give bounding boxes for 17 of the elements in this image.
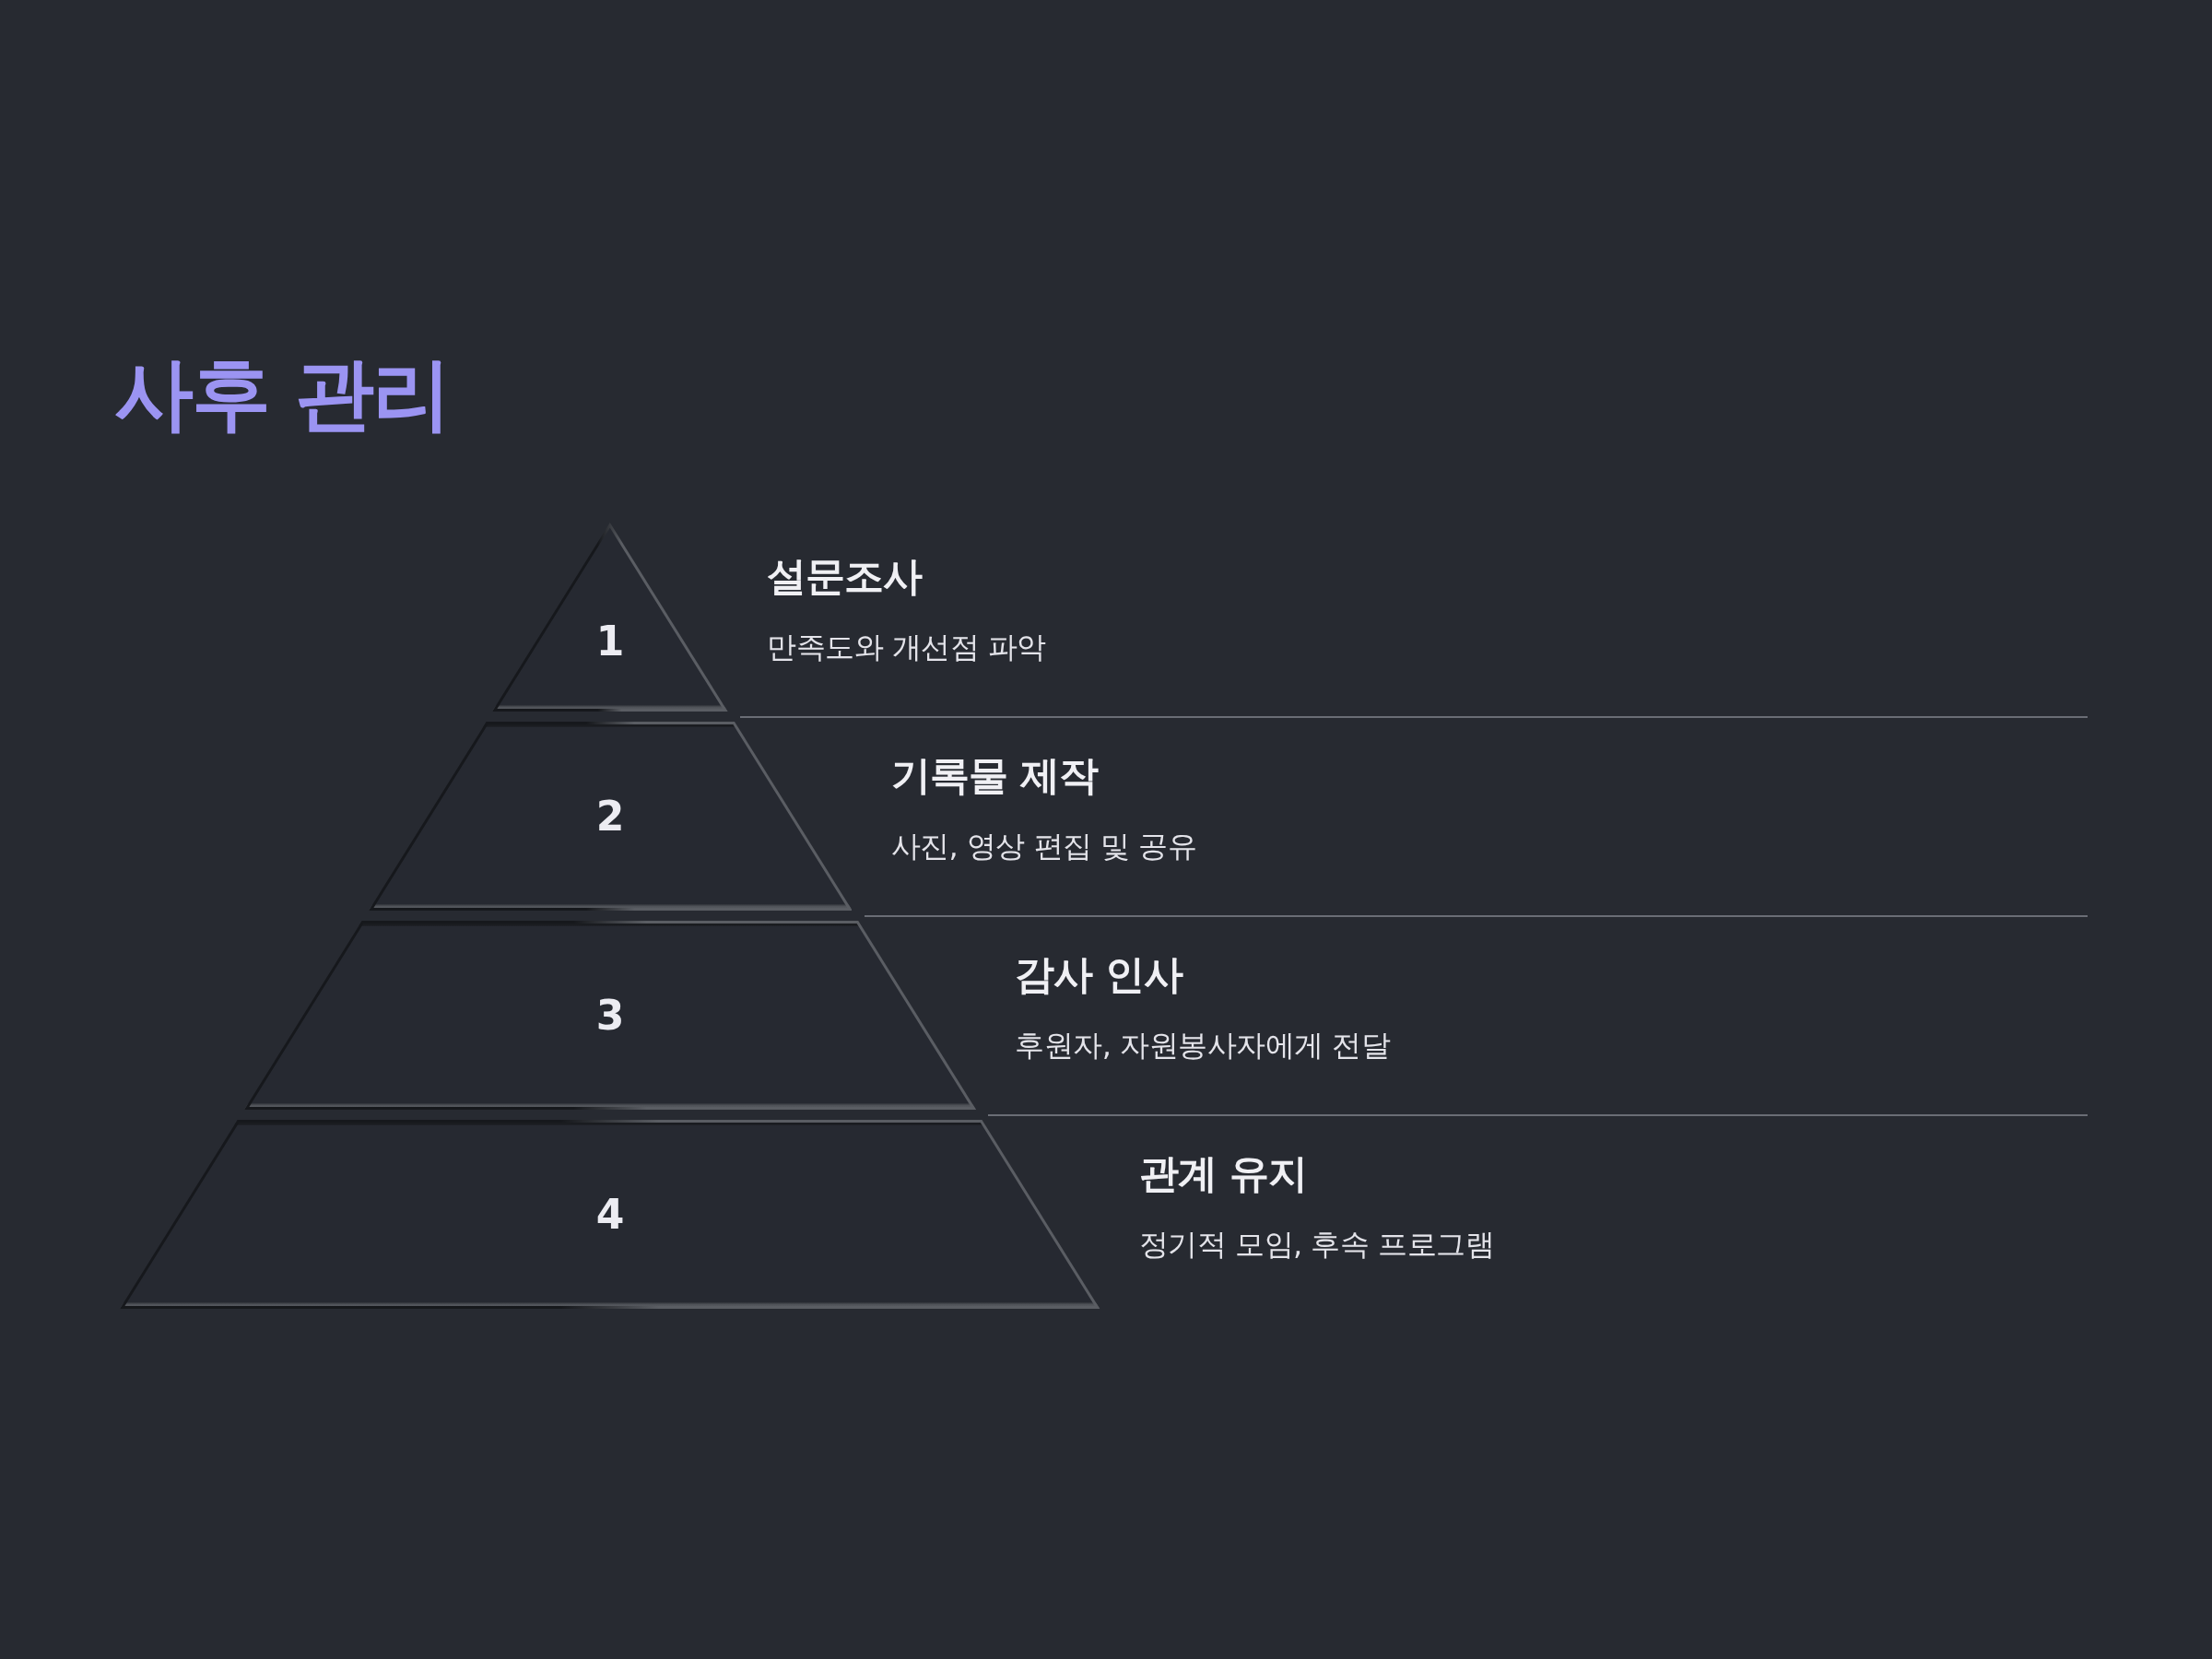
tier-number: 2 — [595, 792, 625, 841]
slide-title: 사후 관리 — [114, 347, 450, 441]
tier-heading: 설문조사 — [767, 552, 922, 601]
pyramid-tier — [368, 722, 853, 911]
tier-number: 3 — [595, 991, 625, 1040]
tier-heading: 관계 유지 — [1138, 1149, 1307, 1198]
tier-description: 사진, 영상 편집 및 공유 — [890, 828, 1197, 865]
pyramid-tier — [120, 1120, 1100, 1309]
tier-description: 정기적 모임, 후속 프로그램 — [1138, 1226, 1495, 1264]
tier-number: 1 — [595, 618, 625, 666]
tier-heading: 기록물 제작 — [890, 751, 1098, 800]
tier-heading: 감사 인사 — [1015, 950, 1183, 999]
pyramid-tier — [244, 921, 976, 1110]
tier-description: 후원자, 자원봉사자에게 전달 — [1015, 1027, 1391, 1065]
tier-description: 만족도와 개선점 파악 — [767, 629, 1046, 666]
pyramid-tier — [492, 523, 728, 712]
tier-number: 4 — [595, 1190, 625, 1239]
